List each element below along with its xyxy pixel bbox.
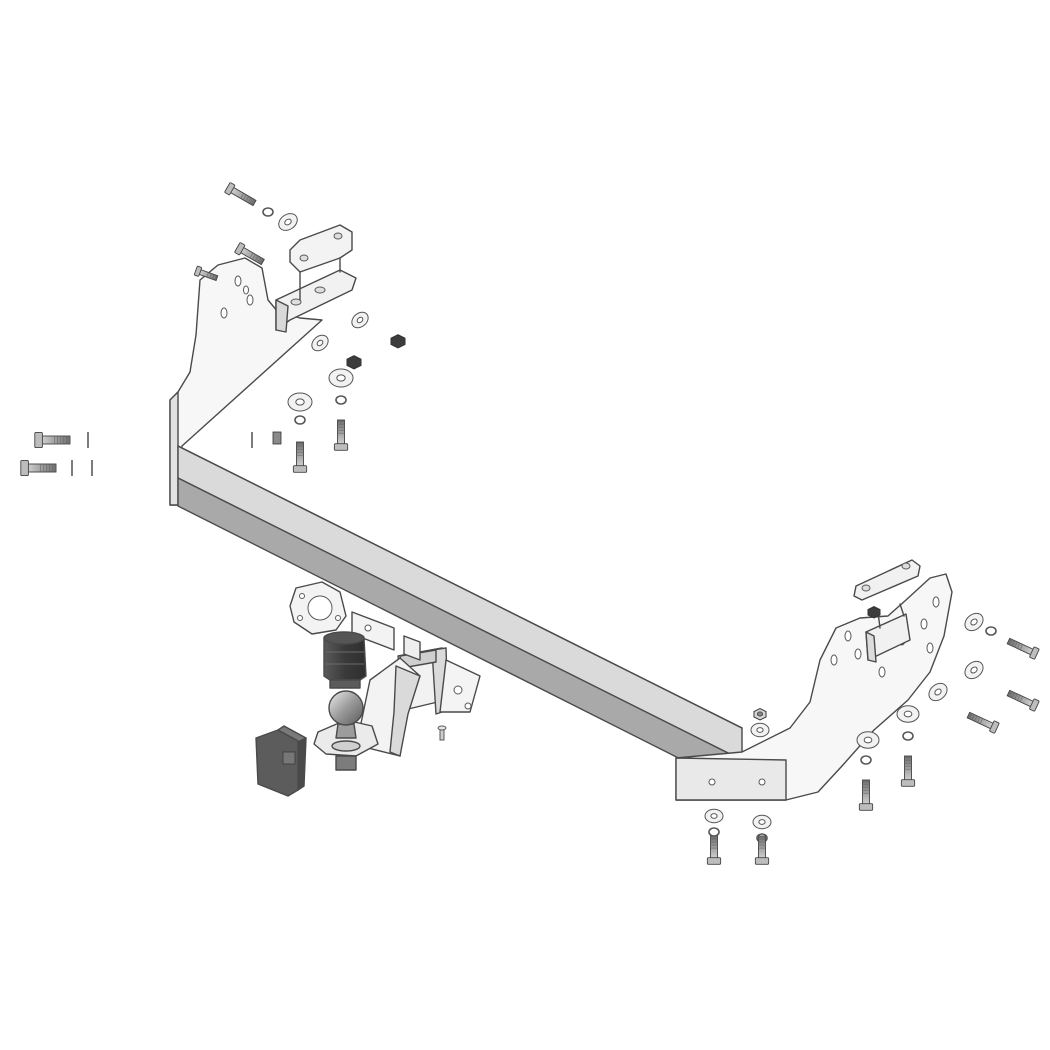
washer-icon bbox=[928, 682, 948, 702]
washer-icon bbox=[896, 705, 920, 723]
bolt-icon bbox=[706, 835, 722, 865]
nut-icon bbox=[753, 708, 767, 721]
lock-washer-icon bbox=[708, 827, 720, 837]
bolt-icon bbox=[858, 779, 874, 811]
receiver-cap-icon bbox=[255, 725, 307, 797]
bolt-icon bbox=[900, 755, 916, 787]
bolt-icon bbox=[1006, 637, 1040, 660]
washer-icon bbox=[964, 660, 984, 680]
receiver-housing bbox=[351, 611, 481, 715]
right-upper-bracket bbox=[853, 559, 921, 663]
bolt-icon bbox=[20, 459, 57, 477]
pin-icon bbox=[437, 725, 447, 741]
washer-icon bbox=[704, 808, 724, 824]
bolt-icon bbox=[966, 711, 1000, 734]
washer-icon bbox=[964, 612, 984, 632]
bolt-icon bbox=[224, 182, 257, 207]
washer-icon bbox=[287, 392, 313, 412]
nut-icon bbox=[346, 355, 362, 370]
lock-washer-icon bbox=[985, 626, 997, 636]
lock-washer-icon bbox=[262, 207, 274, 217]
lock-washer-icon bbox=[902, 731, 914, 741]
spacer-icon bbox=[272, 431, 282, 445]
bolt-icon bbox=[333, 419, 349, 451]
bolt-icon bbox=[754, 835, 770, 865]
washer-icon bbox=[856, 731, 880, 749]
left-upper-bracket bbox=[275, 224, 357, 333]
washer-icon bbox=[278, 213, 298, 231]
washer-icon bbox=[351, 311, 369, 329]
fastener-group bbox=[20, 182, 1040, 865]
washer-icon bbox=[752, 814, 772, 830]
washer-icon bbox=[750, 722, 770, 738]
bolt-icon bbox=[292, 441, 308, 473]
lock-washer-icon bbox=[294, 415, 306, 425]
bolt-icon bbox=[1006, 689, 1040, 712]
socket-cover-icon bbox=[323, 631, 367, 689]
tow-ball-icon bbox=[328, 690, 364, 739]
bolt-icon bbox=[193, 265, 219, 282]
washer-icon bbox=[311, 334, 329, 352]
lock-washer-icon bbox=[860, 755, 872, 765]
lock-washer-icon bbox=[335, 395, 347, 405]
nut-icon bbox=[867, 606, 881, 619]
nut-icon bbox=[390, 334, 406, 349]
washer-icon bbox=[328, 368, 354, 388]
socket-mounting-plate bbox=[289, 581, 347, 635]
bolt-icon bbox=[34, 431, 71, 449]
bolt-icon bbox=[234, 242, 265, 266]
